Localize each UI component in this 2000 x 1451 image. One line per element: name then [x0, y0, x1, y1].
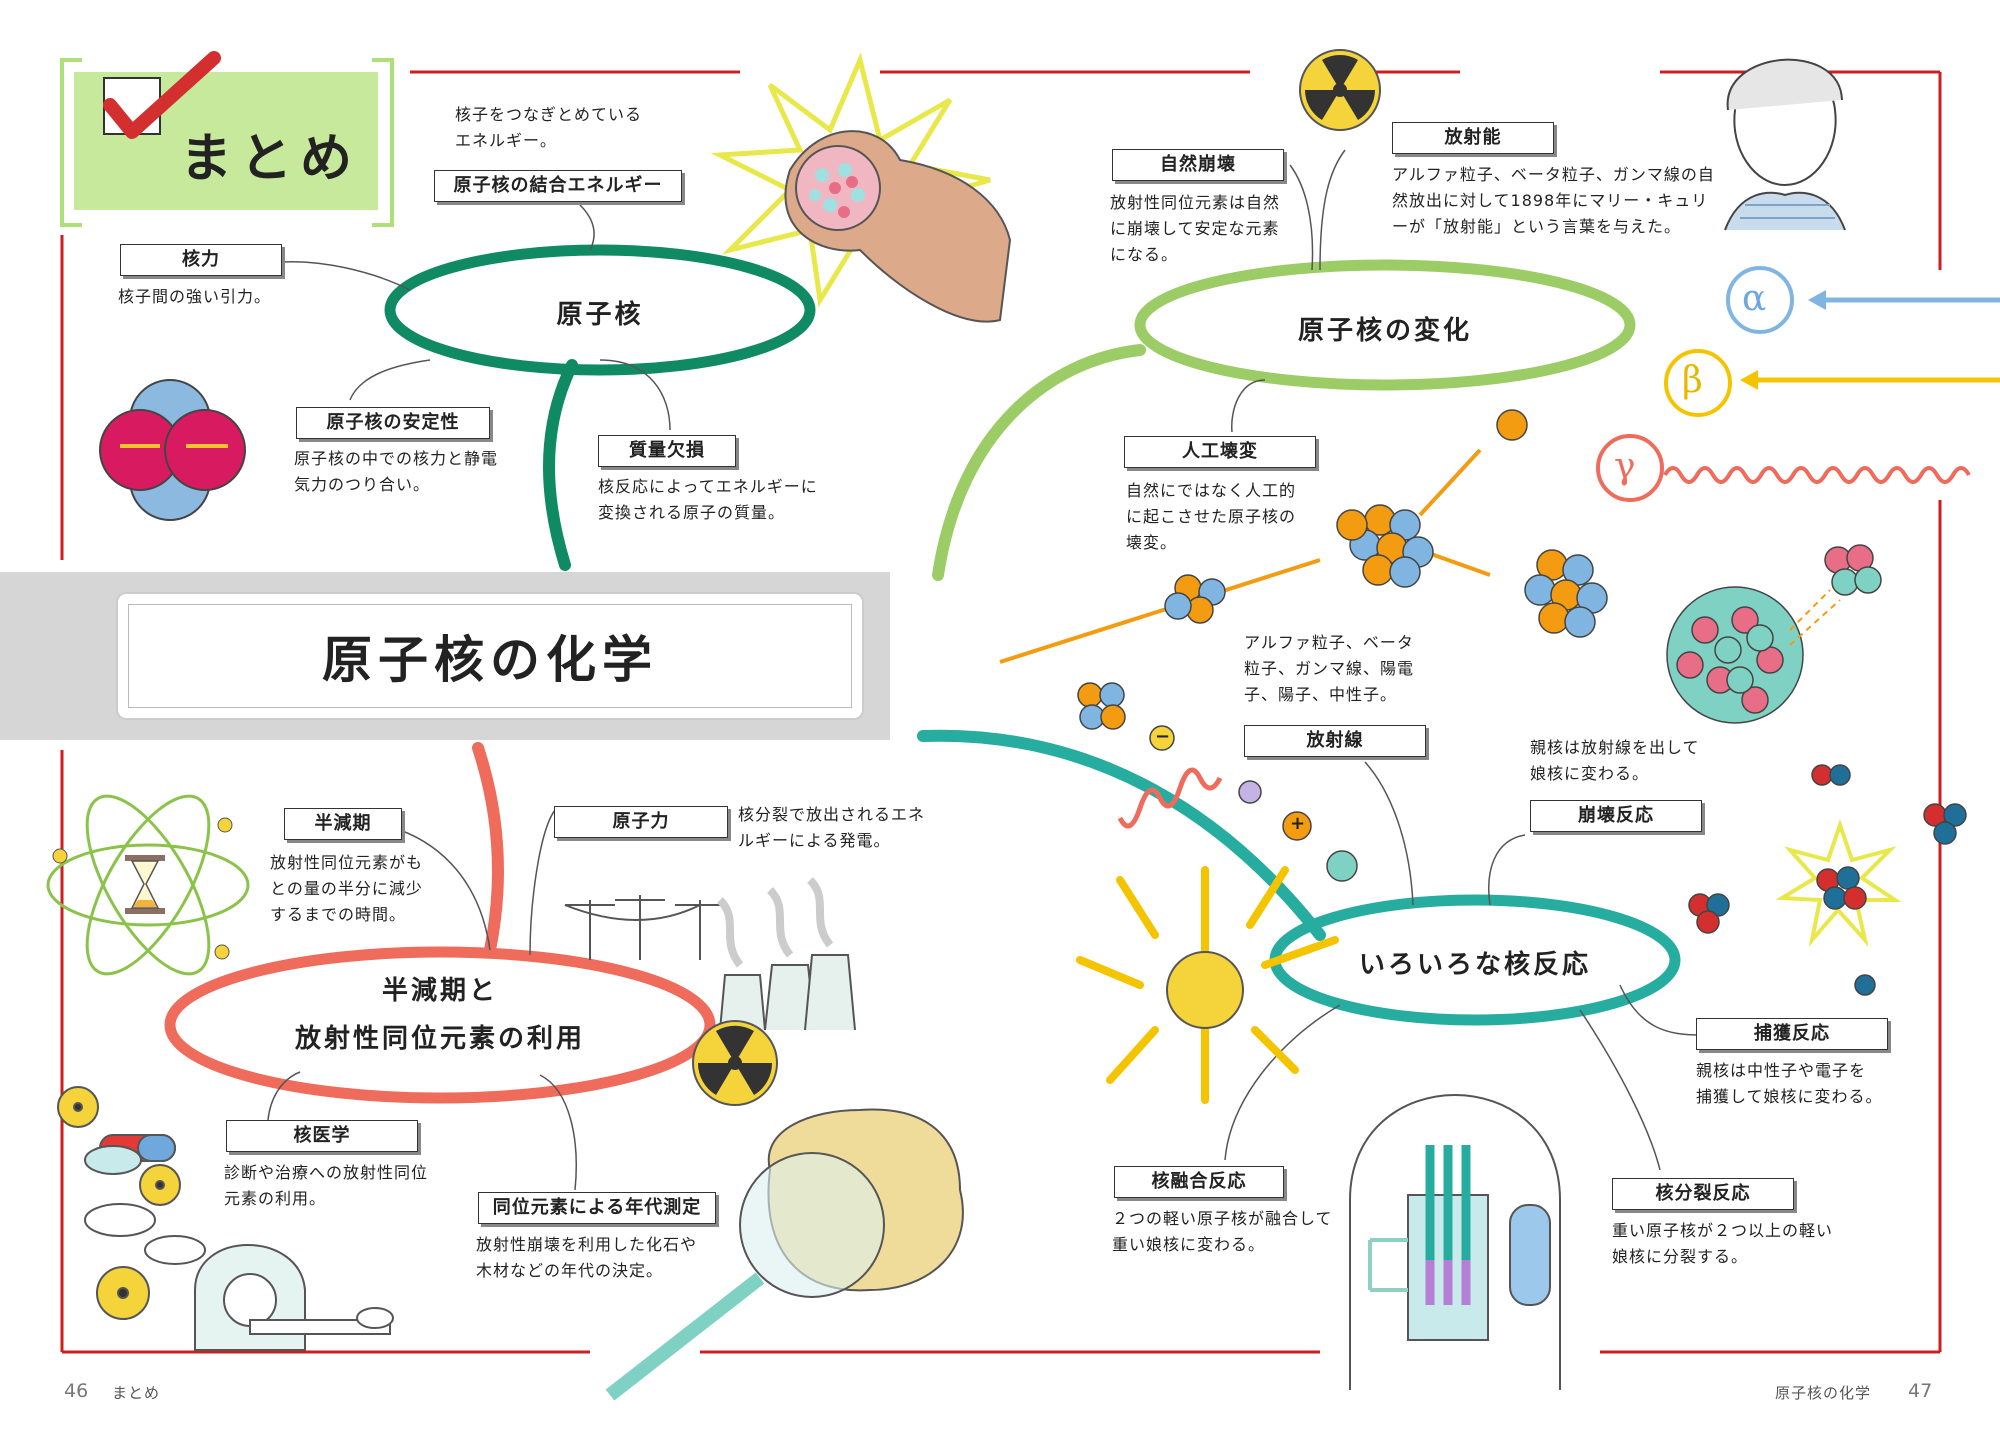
curie-portrait	[1724, 58, 1846, 231]
topic-nuclear-reactions: いろいろな核反応	[1358, 950, 1591, 980]
page-frame	[60, 70, 1942, 1354]
fission-label: 核分裂反応	[1612, 1178, 1794, 1210]
checkmark-icon	[103, 51, 221, 139]
radioactivity-label: 放射能	[1392, 122, 1554, 154]
right-page-number: 47	[1908, 1380, 1933, 1402]
capture-drawing	[1688, 764, 1967, 996]
nuclear-force-label: 核力	[120, 244, 282, 276]
title-card: 原子核の化学	[116, 592, 864, 720]
fossil-magnifier-drawing	[605, 1108, 964, 1401]
artificial-transmutation-label: 人工壊変	[1124, 436, 1316, 468]
topic-halflife-line2: 放射性同位元素の利用	[294, 1024, 585, 1054]
big-nucleus-drawing	[1666, 544, 1882, 724]
halflife-label: 半減期	[284, 808, 402, 840]
atom-drawing	[46, 794, 250, 976]
radiation-label: 放射線	[1244, 725, 1426, 757]
binding-energy-label: 原子核の結合エネルギー	[434, 170, 682, 202]
transmutation-drawing	[999, 409, 1608, 664]
page-title: 原子核の化学	[322, 631, 658, 689]
radioactivity-desc: アルファ粒子、ベータ粒子、ガンマ線の自 然放出に対して1898年にマリー・キュリ…	[1392, 165, 1715, 236]
halflife-desc: 放射性同位元素がも との量の半分に減少 するまでの時間。	[270, 853, 424, 924]
medicine-drawing	[57, 1086, 394, 1351]
nuclear-medicine-desc: 診断や治療への放射性同位 元素の利用。	[224, 1163, 429, 1208]
positron-plus-sign: +	[1290, 813, 1306, 834]
electron-minus-sign: −	[1155, 726, 1171, 747]
mass-defect-label: 質量欠損	[598, 435, 736, 467]
nuclear-force-desc: 核子間の強い引力。	[118, 287, 272, 306]
gamma-symbol: γ	[1614, 446, 1636, 487]
left-page-number: 46	[64, 1380, 89, 1402]
power-plant-drawing	[564, 877, 856, 1031]
capture-reaction-label: 捕獲反応	[1696, 1018, 1888, 1050]
left-footer-label: まとめ	[112, 1384, 161, 1402]
artificial-transmutation-desc: 自然にではなく人工的 に起こさせた原子核の 壊変。	[1126, 481, 1297, 552]
alpha-symbol: α	[1742, 278, 1767, 319]
topic-nuclear-change: 原子核の変化	[1297, 316, 1472, 346]
sun-drawing	[1076, 866, 1339, 1104]
dating-desc: 放射性崩壊を利用した化石や 木材などの年代の決定。	[476, 1235, 698, 1280]
fist-burst-drawing	[710, 52, 1012, 323]
radiation-desc: アルファ粒子、ベータ 粒子、ガンマ線、陽電 子、陽子、中性子。	[1244, 633, 1415, 704]
decay-reaction-label: 崩壊反応	[1530, 800, 1702, 832]
stability-desc: 原子核の中での核力と静電 気力のつり合い。	[294, 449, 499, 494]
stability-label: 原子核の安定性	[296, 407, 490, 439]
reactor-drawing	[1349, 1094, 1561, 1390]
capture-reaction-desc: 親核は中性子や電子を 捕獲して娘核に変わる。	[1696, 1061, 1883, 1106]
binding-energy-desc: 核子をつなぎとめている エネルギー。	[455, 105, 643, 150]
nuclear-power-desc: 核分裂で放出されるエネ ルギーによる発電。	[738, 805, 926, 850]
dating-label: 同位元素による年代測定	[478, 1192, 716, 1224]
hourglass-drawing	[125, 855, 165, 914]
ray-arrows	[1596, 266, 2000, 502]
nucleus-stability-drawing	[99, 379, 246, 521]
fusion-label: 核融合反応	[1114, 1166, 1284, 1198]
radiation-symbol-mid	[692, 1020, 778, 1106]
fission-desc: 重い原子核が２つ以上の軽い 娘核に分裂する。	[1612, 1221, 1834, 1266]
natural-decay-label: 自然崩壊	[1112, 149, 1284, 181]
topic-nucleus: 原子核	[556, 300, 644, 330]
summary-label: まとめ	[180, 129, 361, 189]
nuclear-medicine-label: 核医学	[226, 1120, 418, 1152]
topic-halflife-line1: 半減期と	[381, 976, 498, 1006]
mass-defect-desc: 核反応によってエネルギーに 変換される原子の質量。	[598, 477, 818, 522]
beta-symbol: β	[1682, 360, 1703, 401]
decay-reaction-desc: 親核は放射線を出して 娘核に変わる。	[1530, 738, 1700, 783]
fusion-desc: ２つの軽い原子核が融合して 重い娘核に変わる。	[1112, 1209, 1333, 1254]
natural-decay-desc: 放射性同位元素は自然 に崩壊して安定な元素 になる。	[1110, 193, 1281, 264]
right-footer-label: 原子核の化学	[1775, 1384, 1872, 1402]
radiation-symbol-top	[1299, 49, 1381, 131]
nuclear-power-label: 原子力	[554, 806, 728, 838]
particles-drawing	[1077, 682, 1358, 882]
